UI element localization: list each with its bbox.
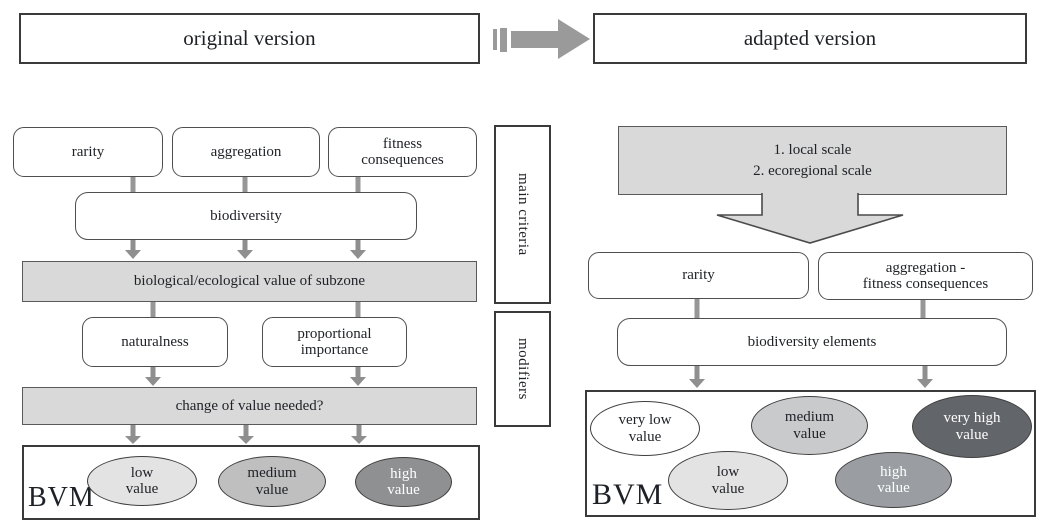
main-criteria-side-label-box: main criteria [494,125,551,304]
adapted-very-low-value-ellipse: very low value [590,401,700,456]
original-version-header: original version [19,13,480,64]
naturalness-label: naturalness [121,333,189,350]
change-of-value-label: change of value needed? [175,397,324,414]
adapted-version-label: adapted version [743,26,877,50]
main-criteria-label: main criteria [515,173,531,256]
original-fitness-consequences-label: fitness consequences [361,135,444,169]
subzone-value-label: biological/ecological value of subzone [133,273,366,289]
adapted-aggregation-fitness-box: aggregation - fitness consequences [818,252,1033,300]
connectors [130,176,926,320]
original-aggregation-label: aggregation [210,143,282,160]
biodiversity-elements-box: biodiversity elements [617,318,1007,366]
adapted-low-value-ellipse: low value [668,451,788,510]
biodiversity-box: biodiversity [75,192,417,240]
adapted-version-header: adapted version [593,13,1027,64]
proportional-importance-box: proportional importance [262,317,407,367]
original-low-value-ellipse: low value [87,456,197,506]
adapted-aggregation-fitness-label: aggregation - fitness consequences [862,259,989,293]
striped-right-arrow-icon [493,19,590,59]
proportional-importance-label: proportional importance [297,325,372,359]
subzone-value-bar: biological/ecological value of subzone [22,261,477,302]
original-rarity-box: rarity [13,127,163,177]
modifiers-label: modifiers [515,338,531,400]
original-rarity-label: rarity [71,143,105,160]
down-arrows [125,240,933,444]
scales-label: 1. local scale 2. ecoregional scale [753,142,872,179]
biodiversity-label: biodiversity [210,207,282,224]
adapted-medium-value-ellipse: medium value [751,396,868,455]
change-of-value-bar: change of value needed? [22,387,477,425]
scales-box: 1. local scale 2. ecoregional scale [618,126,1007,195]
adapted-rarity-box: rarity [588,252,809,299]
adapted-high-value-ellipse: high value [835,452,952,508]
original-fitness-consequences-box: fitness consequences [328,127,477,177]
original-version-label: original version [183,26,316,50]
original-bvm-label: BVM [28,482,95,513]
biodiversity-elements-label: biodiversity elements [747,333,877,350]
original-high-value-ellipse: high value [355,457,452,507]
modifiers-side-label-box: modifiers [494,311,551,427]
adapted-very-high-value-ellipse: very high value [912,395,1032,458]
original-aggregation-box: aggregation [172,127,320,177]
naturalness-box: naturalness [82,317,228,367]
adapted-rarity-label: rarity [682,267,715,284]
adapted-bvm-label: BVM [592,478,664,511]
original-medium-value-ellipse: medium value [218,456,326,507]
